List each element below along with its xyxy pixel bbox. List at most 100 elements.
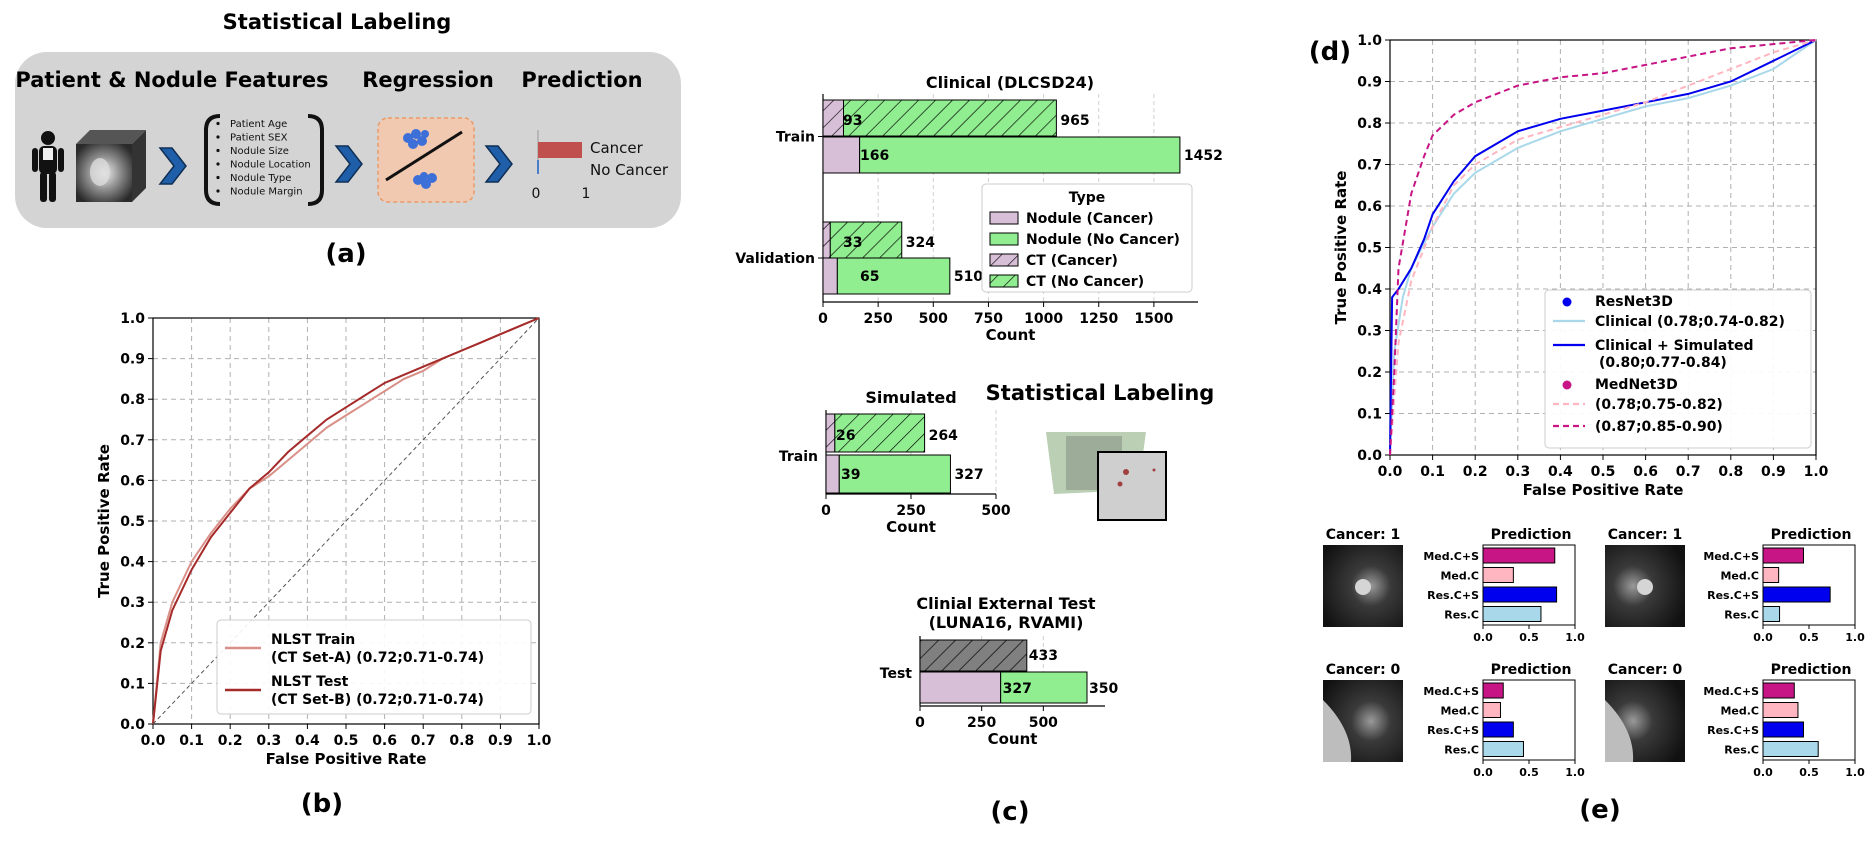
case-chart-title: Prediction	[1491, 662, 1572, 678]
legend-label: (0.87;0.85-0.90)	[1595, 419, 1723, 435]
x-tick-label: 0.7	[1676, 464, 1701, 480]
x-tick-label: 1.0	[1565, 631, 1585, 644]
x-tick-label: 500	[1029, 715, 1058, 731]
legend-marker	[1562, 297, 1572, 307]
bar-nodule-cancer	[822, 257, 838, 295]
feature-bullet	[216, 121, 220, 126]
prediction-category-label: Med.C+S	[1703, 550, 1759, 563]
y-tick-label: 0.5	[120, 514, 145, 530]
x-tick-label: 0.5	[1519, 631, 1539, 644]
panel-label-c: (c)	[990, 797, 1029, 827]
legend-label: NLST Test	[271, 674, 349, 690]
y-category-label: Train	[779, 449, 818, 465]
x-tick-label: 0.2	[218, 733, 243, 749]
x-tick-label: 0.9	[1761, 464, 1786, 480]
panel-label-e: (e)	[1579, 795, 1620, 825]
nodule-spot	[1355, 579, 1371, 595]
y-tick-label: 0.7	[1357, 158, 1382, 174]
legend-label-detail: (CT Set-A) (0.72;0.71-0.74)	[271, 650, 484, 666]
legend-swatch-hatch	[990, 254, 1018, 266]
legend-label-detail: (0.80;0.77-0.84)	[1599, 355, 1727, 371]
x-tick-label: 0	[818, 311, 828, 327]
legend-header: MedNet3D	[1595, 377, 1678, 393]
legend-label: NLST Train	[271, 632, 355, 648]
prediction-bar	[1482, 702, 1501, 718]
case-label: Cancer: 0	[1608, 662, 1683, 678]
bar-value-label: 965	[1060, 113, 1089, 129]
bar-value-label: 327	[1003, 681, 1032, 697]
feature-item: Patient Age	[230, 119, 287, 130]
roc-series-line	[152, 317, 540, 725]
prediction-mini-chart: Cancer No Cancer 0 1	[532, 130, 669, 202]
bar-value-label: 510	[954, 269, 983, 285]
prediction-bar	[1762, 702, 1799, 718]
y-tick-label: 0.3	[120, 595, 145, 611]
x-tick-label: 750	[974, 311, 1003, 327]
x-tick-label: 0.0	[141, 733, 166, 749]
x-tick-label: 0.8	[1718, 464, 1743, 480]
bar-nodule-cancer	[825, 454, 840, 494]
legend-box	[981, 183, 1193, 293]
person-icon	[32, 131, 64, 202]
case-label: Cancer: 1	[1326, 527, 1401, 543]
y-tick-label: 0.9	[1357, 75, 1382, 91]
y-tick-label: 0.4	[1357, 282, 1382, 298]
y-axis-label: True Positive Rate	[95, 444, 113, 598]
ct-cube-icon	[76, 130, 146, 202]
roc-series-line	[1389, 39, 1817, 456]
feature-bullet	[216, 162, 220, 166]
prediction-bar	[1762, 567, 1780, 583]
x-tick-label: 0.0	[1378, 464, 1403, 480]
y-tick-label: 0.5	[1357, 241, 1382, 257]
feature-bullet	[216, 148, 220, 153]
x-tick-label: 1.0	[1845, 766, 1865, 779]
x-tick-label: 0.5	[1799, 766, 1819, 779]
legend-header: ResNet3D	[1595, 294, 1673, 310]
bar-nodule-no-cancer	[859, 136, 1181, 174]
y-tick-label: 0.6	[120, 473, 145, 489]
prediction-category-label: Res.C+S	[1707, 724, 1759, 737]
bar-value-label: 1452	[1184, 148, 1223, 164]
regression-icon	[377, 117, 475, 203]
feature-item: Nodule Size	[230, 146, 289, 157]
y-tick-label: 0.0	[120, 717, 145, 733]
chevron-right-icon	[158, 145, 513, 185]
x-axis-label: False Positive Rate	[1523, 481, 1684, 499]
prediction-category-label: Med.C+S	[1703, 685, 1759, 698]
feature-bullet	[216, 135, 220, 139]
x-tick-label: 1.0	[1845, 631, 1865, 644]
bar-value-label: 93	[843, 113, 862, 129]
bar-nodule-no-cancer	[836, 257, 951, 295]
x-tick-label: 250	[967, 715, 996, 731]
bar-ct-no-cancer-hatch	[843, 100, 1057, 136]
x-tick-label: 0.1	[179, 733, 204, 749]
x-tick-label: 0.3	[1505, 464, 1530, 480]
legend-marker	[1562, 380, 1572, 390]
y-tick-label: 1.0	[1357, 33, 1382, 49]
x-tick-label: 0.3	[256, 733, 281, 749]
prediction-no-cancer-label: No Cancer	[590, 161, 669, 179]
x-tick-label: 250	[864, 311, 893, 327]
features-title: Patient & Nodule Features	[15, 68, 328, 92]
bar-nodule-no-cancer	[1000, 671, 1088, 704]
x-tick-label: 0.4	[295, 733, 320, 749]
x-tick-label: 0	[821, 503, 831, 519]
prediction-bar	[1762, 721, 1804, 738]
prediction-bar	[1482, 606, 1542, 622]
prediction-category-label: Med.C	[1440, 705, 1479, 718]
prediction-axis-max: 1	[582, 186, 591, 202]
y-category-label: Validation	[735, 251, 815, 267]
x-axis-label: False Positive Rate	[266, 750, 427, 768]
legend-label: Clinical (0.78;0.74-0.82)	[1595, 314, 1785, 330]
feature-item: Nodule Margin	[230, 187, 303, 198]
nodule-spot	[1637, 579, 1653, 595]
prediction-category-label: Res.C	[1724, 744, 1759, 757]
bar-ct-hatch	[920, 640, 1027, 671]
prediction-bar	[1762, 547, 1804, 564]
legend-label: Nodule (Cancer)	[1026, 211, 1154, 227]
ct-slice-image	[1097, 451, 1167, 521]
case-chart-title: Prediction	[1771, 527, 1852, 543]
bar-value-label: 33	[843, 235, 862, 251]
legend-swatch	[989, 232, 1019, 246]
